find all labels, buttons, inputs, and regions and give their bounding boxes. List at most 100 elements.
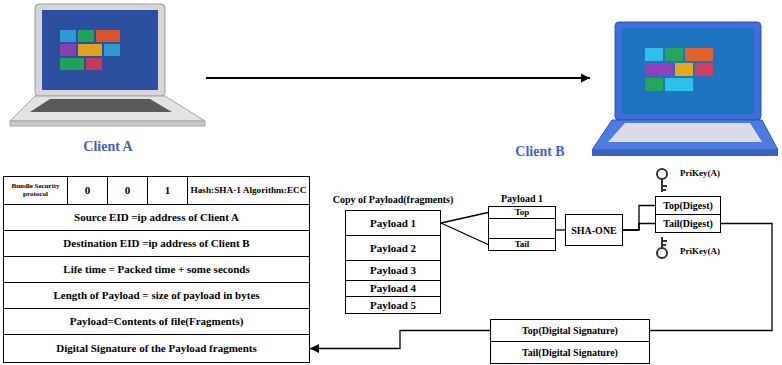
key-label: PriKey(A) — [680, 247, 720, 257]
screen-tile — [104, 44, 120, 56]
laptop-screen — [622, 28, 754, 114]
screen-tile — [86, 58, 102, 70]
node-text: Payload=Contents of file(Fragments) — [70, 315, 244, 327]
signature-box: Top(Digital Signature) — [490, 319, 650, 342]
node-text: Top — [515, 208, 530, 218]
laptop-b — [592, 22, 778, 156]
screen-tile — [645, 63, 673, 76]
node-text: Length of Payload = size of payload in b… — [53, 289, 259, 301]
arrow-head — [310, 344, 319, 353]
connector — [623, 224, 655, 231]
screen-tile — [665, 48, 683, 61]
laptop-rim — [10, 121, 205, 126]
node-text: 0 — [85, 184, 91, 196]
screen-tile — [645, 78, 663, 91]
node-text: SHA-ONE — [571, 225, 617, 236]
table-row: Source EID =ip address of Client A — [3, 204, 310, 231]
laptop-keyboard — [30, 99, 172, 112]
node-text: Source EID =ip address of Client A — [74, 211, 239, 223]
node-text: Payload 4 — [370, 282, 416, 294]
signature-box: Tail(Digital Signature) — [490, 341, 650, 364]
digest-box: Tail(Digest) — [655, 214, 721, 233]
connector — [441, 213, 488, 224]
table-cell: Hash:SHA-1 Algorithm:ECC — [187, 176, 310, 205]
fragment-part: Tail — [488, 238, 556, 251]
node-text: Destination EID =ip address of Client B — [63, 237, 249, 249]
key-shaft — [661, 237, 663, 248]
table-row: Digital Signature of the Payload fragmen… — [3, 334, 310, 363]
table-cell: Bundle Security protocol — [3, 176, 68, 205]
laptop-base — [592, 120, 778, 150]
payload-box: Payload 2 — [345, 235, 441, 261]
table-row: Payload=Contents of file(Fragments) — [3, 308, 310, 335]
laptop-rim — [592, 150, 778, 156]
key-tooth — [662, 244, 666, 246]
screen-tile — [695, 63, 713, 76]
table-cell: 0 — [107, 176, 148, 205]
table-row: Length of Payload = size of payload in b… — [3, 282, 310, 309]
laptop-keyboard — [608, 123, 762, 142]
arrow-head — [581, 74, 590, 83]
key-icon — [657, 169, 667, 192]
node-heading: Client B — [495, 144, 585, 159]
key-icon — [657, 237, 667, 258]
node-text: Payload 2 — [370, 242, 416, 254]
key-tooth — [662, 189, 666, 191]
payload-box: Payload 4 — [345, 280, 441, 297]
screen-tile — [60, 58, 84, 70]
screen-tile — [60, 44, 76, 56]
payload-box: Payload 3 — [345, 260, 441, 281]
fragment-part: Top — [488, 206, 556, 219]
node-text: Bundle Security protocol — [4, 183, 67, 198]
screen-tile — [665, 78, 693, 91]
table-row: Destination EID =ip address of Client B — [3, 230, 310, 257]
screen-tile — [78, 30, 94, 42]
node-text: Payload 3 — [370, 264, 416, 276]
node-heading: Client A — [10, 139, 206, 154]
screen-tile — [96, 30, 120, 42]
node-text: Tail(Digital Signature) — [522, 347, 618, 358]
node-text: 1 — [165, 184, 171, 196]
connector — [441, 223, 488, 245]
laptop-screen — [42, 10, 158, 90]
node-text: Hash:SHA-1 Algorithm:ECC — [191, 185, 307, 195]
node-text: Life time = Packed time + some seconds — [63, 263, 249, 275]
node-text: Top(Digital Signature) — [522, 325, 618, 336]
connector — [650, 224, 772, 331]
node-text: Payload 5 — [370, 299, 416, 311]
node-text: 0 — [125, 184, 131, 196]
payload-box: Payload 5 — [345, 296, 441, 314]
screen-tile — [78, 44, 102, 56]
client-node: Client B — [590, 20, 780, 162]
key-label: PriKey(A) — [680, 169, 720, 179]
node-text: Tail — [515, 240, 530, 250]
payload-stack: Copy of Payload(fragments)Payload 1Paylo… — [318, 194, 468, 316]
screen-tile — [675, 63, 693, 76]
hash-box: SHA-ONE — [565, 214, 623, 246]
payload-box: Payload 1 — [345, 210, 441, 236]
table-cell: 1 — [147, 176, 188, 205]
node-text: Payload 1 — [370, 217, 416, 229]
connector — [310, 331, 490, 349]
connector — [623, 206, 655, 231]
node-text: Tail(Digest) — [663, 218, 713, 229]
screen-tile — [60, 30, 76, 42]
connector — [556, 229, 565, 230]
node-heading: Payload 1 — [488, 193, 556, 204]
screen-tile — [685, 48, 713, 61]
key-bow — [657, 169, 667, 179]
laptop-lid — [615, 22, 761, 120]
key-tooth — [662, 240, 667, 242]
fragment-box: Payload 1 TopTail — [488, 193, 556, 251]
laptop-a — [10, 4, 205, 126]
laptop-base — [10, 96, 205, 121]
node-text: Top(Digest) — [663, 200, 713, 211]
laptop-lid — [35, 4, 165, 96]
table-row: Life time = Packed time + some seconds — [3, 256, 310, 283]
digest-box: Top(Digest) — [655, 196, 721, 215]
connector — [206, 77, 590, 79]
client-node: Client A — [10, 0, 206, 156]
key-bow — [657, 248, 667, 258]
